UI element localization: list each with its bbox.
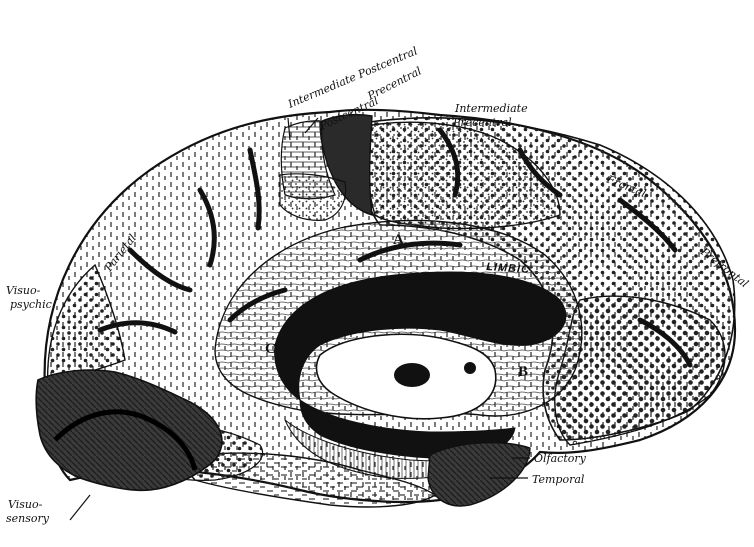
- anterior-commissure: [464, 362, 476, 374]
- label-visuosensory-line1: Visuo-: [8, 498, 43, 511]
- label-b: B: [518, 364, 528, 380]
- label-olfactory: Olfactory: [534, 452, 587, 465]
- uncus-region: [428, 443, 530, 506]
- label-intermediate-precentral-line1: Intermediate: [454, 102, 528, 115]
- label-a: A: [393, 232, 404, 248]
- label-visuosensory-line2: sensory: [6, 512, 50, 525]
- label-c: C: [265, 341, 276, 357]
- label-temporal: Temporal: [532, 473, 585, 486]
- label-intermediate-precentral-line2: Precentral: [452, 116, 512, 129]
- intermediate-postcentral-region: [280, 174, 346, 221]
- label-visuopsychic-line1: Visuo-: [6, 284, 41, 297]
- massa-intermedia: [394, 363, 430, 387]
- label-visuopsychic-line2: psychic: [10, 298, 52, 311]
